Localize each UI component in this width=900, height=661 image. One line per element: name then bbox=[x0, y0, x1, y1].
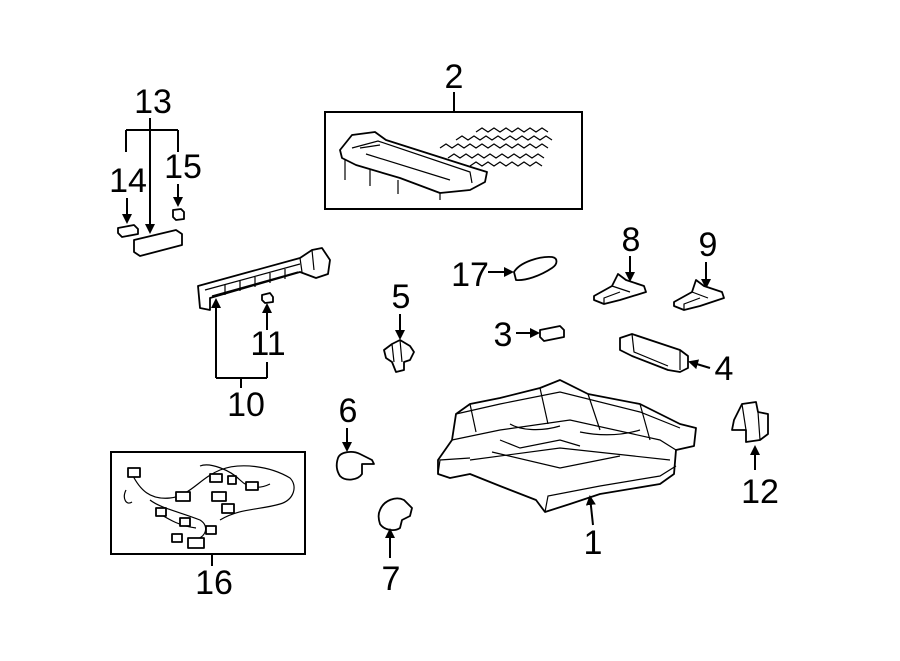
part-16-harness bbox=[123, 464, 295, 541]
part-5-group: 5 bbox=[383, 278, 415, 373]
part-7-group: 7 bbox=[377, 497, 413, 598]
leader-1 bbox=[585, 495, 596, 526]
callout-5: 5 bbox=[392, 278, 411, 316]
part-3-group: 3 bbox=[494, 316, 565, 354]
part-10-shape bbox=[197, 247, 331, 311]
part-12-group: 12 bbox=[731, 401, 779, 511]
callout-16: 16 bbox=[195, 564, 233, 602]
part-2-cushion-frame bbox=[339, 131, 488, 200]
callout-13: 13 bbox=[134, 83, 172, 121]
part-13-shape bbox=[133, 229, 183, 257]
callout-11: 11 bbox=[250, 325, 285, 363]
part-13-group: 13 14 15 bbox=[109, 83, 202, 257]
part-4-group: 4 bbox=[619, 333, 734, 388]
callout-8: 8 bbox=[622, 221, 641, 259]
callout-3: 3 bbox=[494, 316, 513, 354]
callout-10: 10 bbox=[227, 386, 265, 424]
part-1-group: 1 bbox=[437, 379, 697, 562]
callout-4: 4 bbox=[715, 350, 734, 388]
part-11-shape bbox=[261, 292, 274, 304]
callout-1: 1 bbox=[584, 524, 603, 562]
part-1-frame-outer bbox=[437, 379, 697, 513]
part-9-group: 9 bbox=[673, 226, 725, 311]
callout-12: 12 bbox=[741, 473, 779, 511]
callout-6: 6 bbox=[339, 392, 358, 430]
part-2-springs bbox=[439, 127, 553, 167]
part-12-shape bbox=[731, 401, 769, 443]
part-14-shape bbox=[117, 224, 139, 238]
part-5-shape bbox=[383, 339, 415, 373]
part-6-shape bbox=[335, 451, 375, 481]
part-3-shape bbox=[539, 325, 565, 342]
part-16-connectors bbox=[127, 467, 259, 549]
part-16-group: 16 bbox=[110, 451, 306, 602]
part-7-shape bbox=[377, 497, 413, 531]
part-16-box bbox=[110, 451, 306, 555]
part-6-group: 6 bbox=[335, 392, 375, 481]
callout-17: 17 bbox=[451, 256, 489, 294]
part-2-group: 2 bbox=[324, 58, 583, 210]
callout-7: 7 bbox=[382, 560, 401, 598]
leader-4 bbox=[688, 359, 711, 370]
callout-14: 14 bbox=[109, 162, 147, 200]
part-17-group: 17 bbox=[451, 256, 558, 294]
callout-2: 2 bbox=[445, 58, 464, 96]
part-8-group: 8 bbox=[593, 221, 647, 305]
part-17-shape bbox=[513, 256, 558, 281]
part-4-shape bbox=[619, 333, 689, 373]
callout-9: 9 bbox=[699, 226, 718, 264]
callout-15: 15 bbox=[164, 148, 202, 186]
part-15-shape bbox=[172, 208, 185, 221]
part-10-group: 11 10 bbox=[197, 247, 331, 424]
